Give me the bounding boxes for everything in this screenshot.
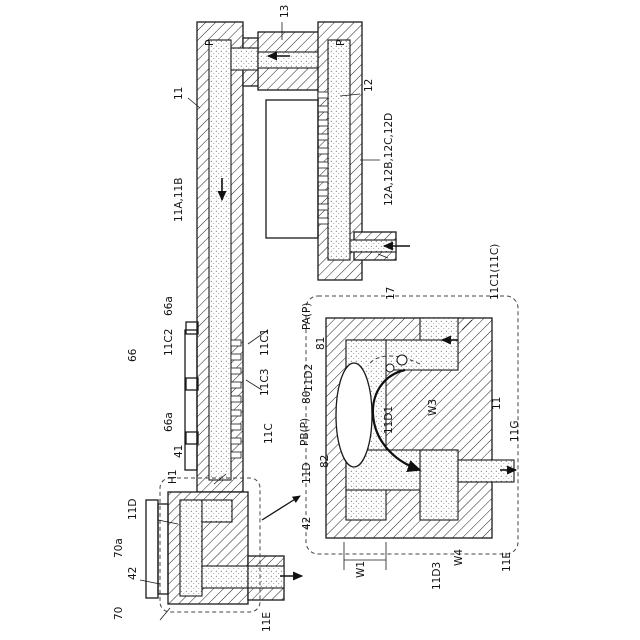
label-w1: W1 [355, 561, 367, 578]
label-h1: H1 [167, 469, 179, 484]
label-11d-detail: 11D [301, 463, 313, 484]
label-82: 82 [319, 455, 331, 468]
label-42-left: 42 [127, 567, 139, 580]
label-70: 70 [113, 607, 125, 620]
label-pa: PA(P) [301, 303, 313, 330]
label-80: 80 [301, 391, 313, 404]
bubble-icon [397, 355, 407, 365]
chamber-80 [336, 363, 372, 467]
detail-view [306, 296, 518, 570]
fins-11c [231, 340, 241, 458]
label-11g: 11G [509, 421, 521, 443]
label-11c: 11C [263, 423, 275, 444]
bubble-icon [386, 364, 394, 372]
label-42-detail: 42 [301, 517, 313, 530]
label-13: 13 [279, 5, 291, 18]
label-pb: PB(P) [299, 418, 311, 446]
label-11d3: 11D3 [431, 562, 443, 590]
label-11d2: 11D2 [303, 364, 315, 392]
label-11c2: 11C2 [163, 329, 175, 356]
label-66a-top: 66a [163, 296, 175, 316]
label-17: 17 [385, 287, 397, 300]
label-70a: 70a [113, 538, 125, 558]
label-w3: W3 [427, 399, 439, 416]
label-11e-right: 11E [501, 552, 513, 572]
label-11c1: 11C1 [259, 329, 271, 356]
pump-region [146, 478, 284, 612]
label-w4: W4 [453, 549, 465, 566]
label-66a-mid: 66a [163, 412, 175, 432]
pipe-11 [197, 22, 243, 492]
label-11-top: 11 [173, 87, 185, 100]
connector-13 [258, 32, 320, 90]
label-41: 41 [173, 445, 185, 458]
label-81: 81 [315, 337, 327, 350]
label-12abcd: 12A,12B,12C,12D [383, 113, 395, 206]
zoom-arrow-icon [262, 496, 300, 520]
label-11e-left: 11E [261, 612, 273, 632]
label-11-right: 11 [491, 397, 503, 410]
label-11d-left: 11D [127, 499, 139, 520]
label-p-top-left: P [204, 40, 216, 46]
label-11d1: 11D1 [383, 406, 395, 434]
label-p-top-right: P [335, 40, 347, 46]
label-12: 12 [363, 79, 375, 92]
label-11c1-callout: 11C1(11C) [489, 244, 501, 300]
label-11ab: 11A,11B [173, 178, 185, 222]
label-11c3: 11C3 [259, 369, 271, 396]
label-66: 66 [127, 348, 139, 362]
